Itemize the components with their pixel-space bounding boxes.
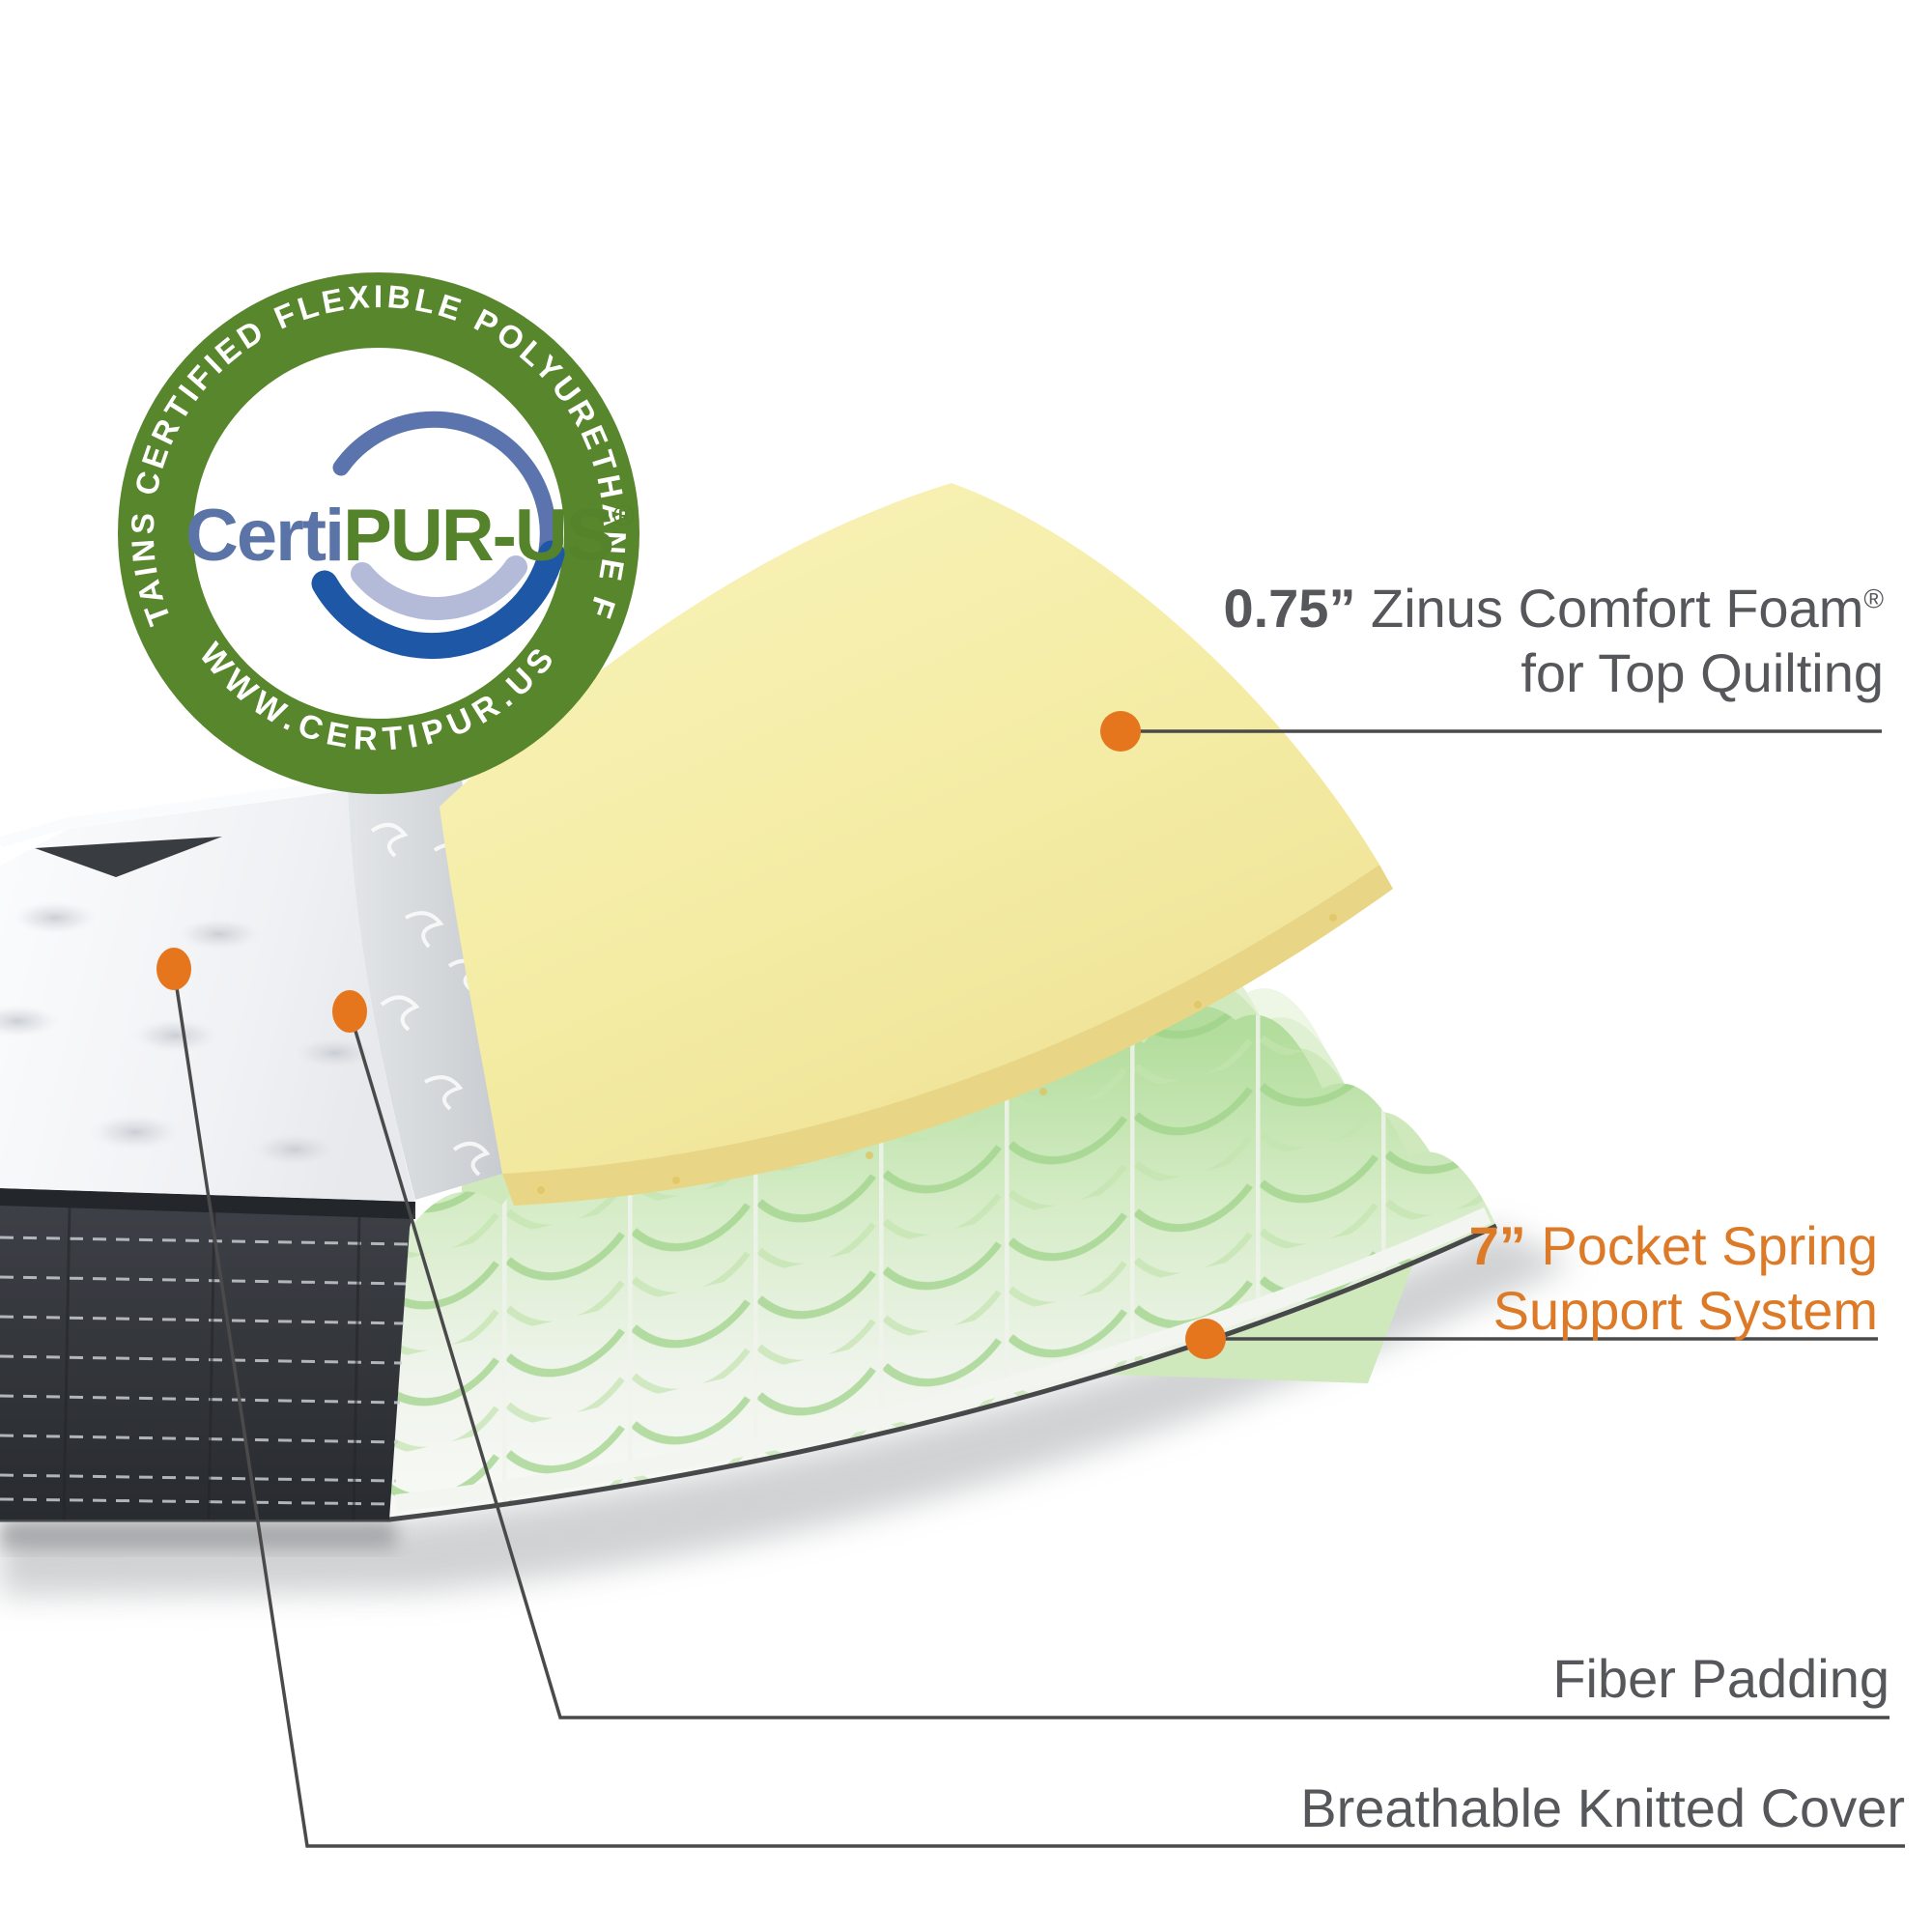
label-fiber-padding: Fiber Padding bbox=[1552, 1648, 1889, 1709]
label-knitted-cover: Breathable Knitted Cover bbox=[1300, 1777, 1905, 1838]
foam-top-surface bbox=[440, 483, 1379, 1174]
callouts bbox=[172, 729, 1905, 1848]
swoosh-light-crescent bbox=[351, 555, 527, 620]
callout-dot-fiber bbox=[332, 990, 367, 1033]
foam-side-edge bbox=[502, 865, 1393, 1206]
base-seams bbox=[62, 1205, 361, 1520]
label-pocket-spring-line1: 7” Pocket Spring bbox=[1469, 1213, 1878, 1278]
quilt-top-layer bbox=[0, 769, 455, 1202]
quilt-dimples bbox=[0, 901, 378, 1167]
floor-shadow bbox=[0, 1229, 1575, 1596]
foam-layer bbox=[440, 483, 1393, 1206]
callout-dot-cover bbox=[156, 948, 191, 990]
quilt-corner-notch bbox=[35, 837, 222, 877]
mattress-bottom-line bbox=[0, 1223, 1498, 1522]
label-pocket-spring: 7” Pocket Spring Support System bbox=[1469, 1213, 1878, 1343]
spring-base-strip bbox=[394, 1207, 1492, 1512]
foam-speckles bbox=[537, 914, 1337, 1194]
pocket-spring-size: 7” bbox=[1468, 1215, 1526, 1276]
badge-swoosh bbox=[311, 411, 565, 660]
comfort-foam-size: 0.75” bbox=[1223, 578, 1356, 639]
callout-fiber-line bbox=[348, 1010, 1889, 1719]
base-top-piping bbox=[0, 1188, 415, 1219]
label-comfort-foam-line2: for Top Quilting bbox=[1520, 642, 1884, 704]
label-comfort-foam-line1: 0.75” Zinus Comfort Foam® bbox=[1223, 576, 1884, 640]
label-comfort-foam: 0.75” Zinus Comfort Foam® for Top Quilti… bbox=[1223, 576, 1884, 705]
certipur-badge: CONTAINS CERTIFIED FLEXIBLE POLYURETHANE… bbox=[0, 0, 639, 794]
swoosh-dark-crescent bbox=[311, 540, 565, 660]
callout-dot-spring bbox=[1185, 1319, 1226, 1359]
label-pocket-spring-line2: Support System bbox=[1492, 1280, 1878, 1342]
callout-dot-foam bbox=[1100, 711, 1141, 752]
comfort-foam-reg: ® bbox=[1863, 583, 1884, 614]
callout-dots bbox=[156, 711, 1226, 1359]
mattress-base bbox=[0, 1188, 415, 1520]
callout-cover-line bbox=[172, 968, 1905, 1848]
badge-brand-text: CertiPUR-US® bbox=[185, 495, 635, 577]
comfort-foam-text: Zinus Comfort Foam bbox=[1355, 578, 1864, 639]
spring-coil-texture bbox=[389, 1006, 1496, 1520]
base-stitch-lines bbox=[0, 1236, 409, 1506]
pocket-spring-text: Pocket Spring bbox=[1525, 1215, 1878, 1276]
